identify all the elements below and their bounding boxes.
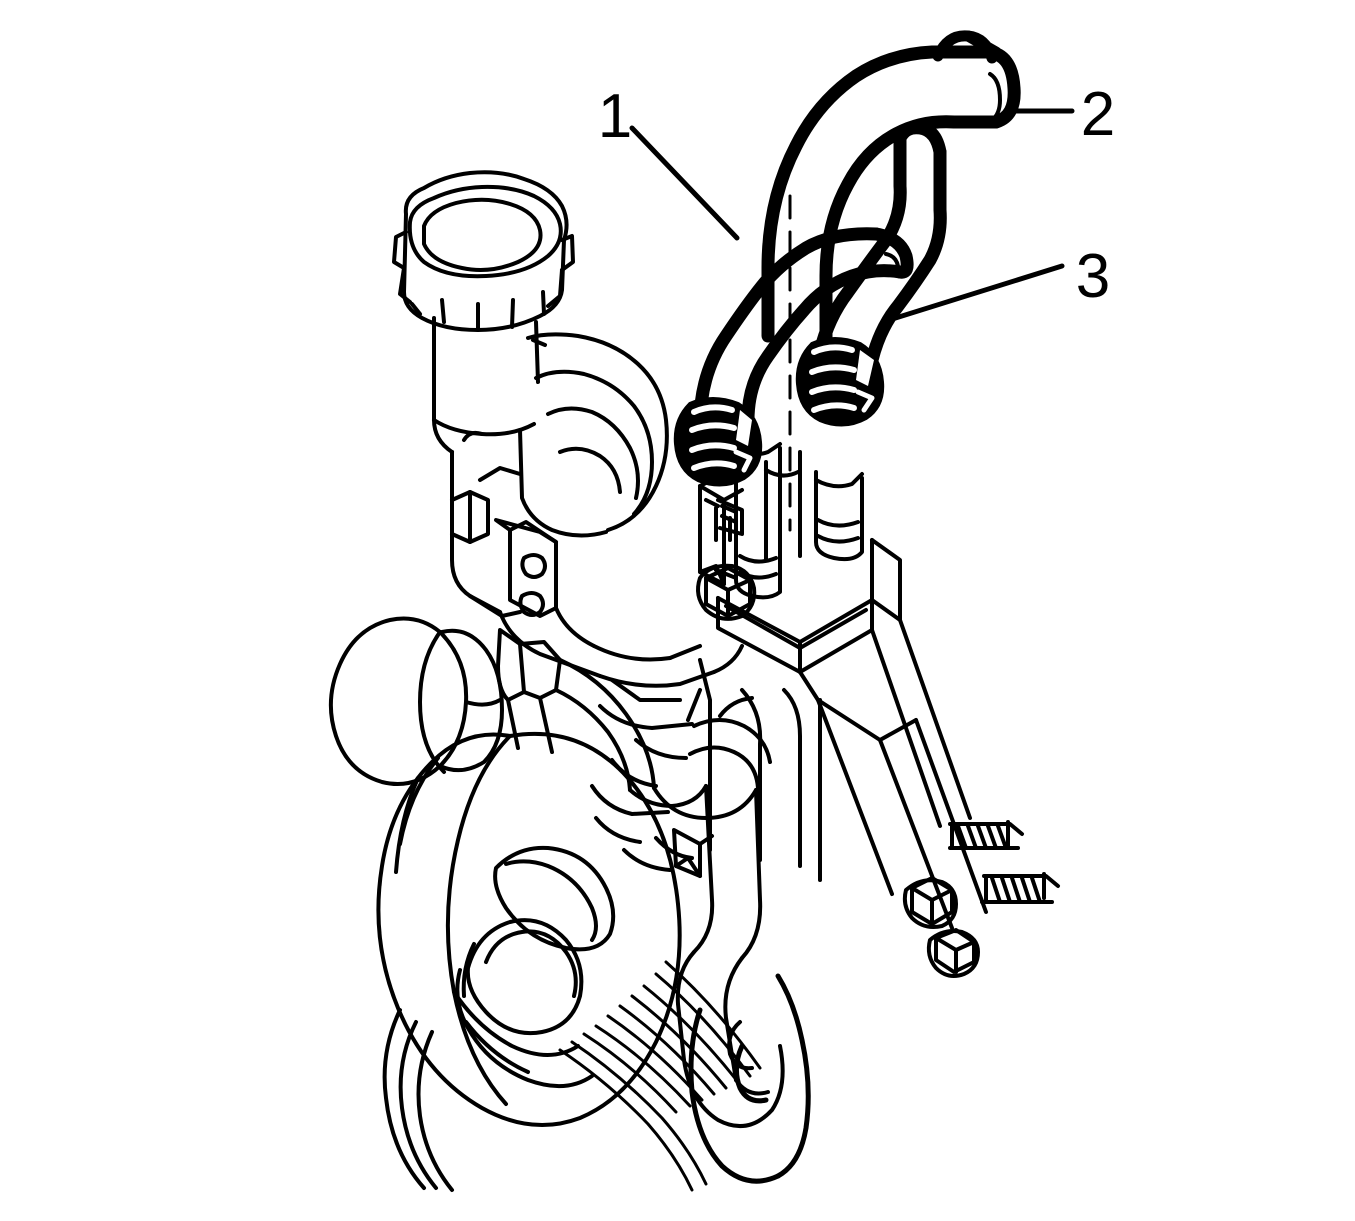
- leader-line-1: [629, 125, 740, 241]
- hose-2-seam: [988, 72, 1002, 122]
- callout-label-1: 1: [598, 82, 632, 151]
- pump-bracket-detail: [590, 678, 714, 878]
- housing-detail: [716, 498, 744, 542]
- belt-upper-run: [496, 628, 785, 1128]
- callout-label-2: 2: [1081, 80, 1115, 149]
- hose-nipple-center: [764, 450, 802, 562]
- leader-line-3: [883, 263, 1065, 324]
- serpentine-belt: [558, 960, 762, 1192]
- callout-label-3: 3: [1076, 242, 1110, 311]
- retaining-clip: [932, 30, 1002, 64]
- hose-3-end-cap: [893, 121, 947, 159]
- callout-labels: 1 2 3: [598, 80, 1115, 311]
- hose-2-end-cap: [981, 45, 1021, 129]
- power-steering-pump-body: [518, 332, 669, 538]
- hose-clamp-left: [673, 397, 763, 487]
- hex-bolt-lower-right: [902, 820, 1060, 978]
- drive-belt-pulley: [376, 731, 682, 1192]
- callout-leaders: [629, 108, 1075, 324]
- hose-clamp-right: [795, 337, 885, 427]
- engine-block-face: [698, 476, 988, 930]
- lower-radiator-hose: [688, 973, 811, 1184]
- hose-3: [813, 131, 947, 367]
- hex-bolt-upper: [696, 563, 757, 621]
- power-steering-reservoir-cap: [392, 170, 575, 332]
- hose-nipple-right: [814, 470, 864, 562]
- idler-pulley: [328, 616, 504, 786]
- hose-1-seam: [884, 252, 900, 268]
- pump-bracket: [450, 430, 744, 688]
